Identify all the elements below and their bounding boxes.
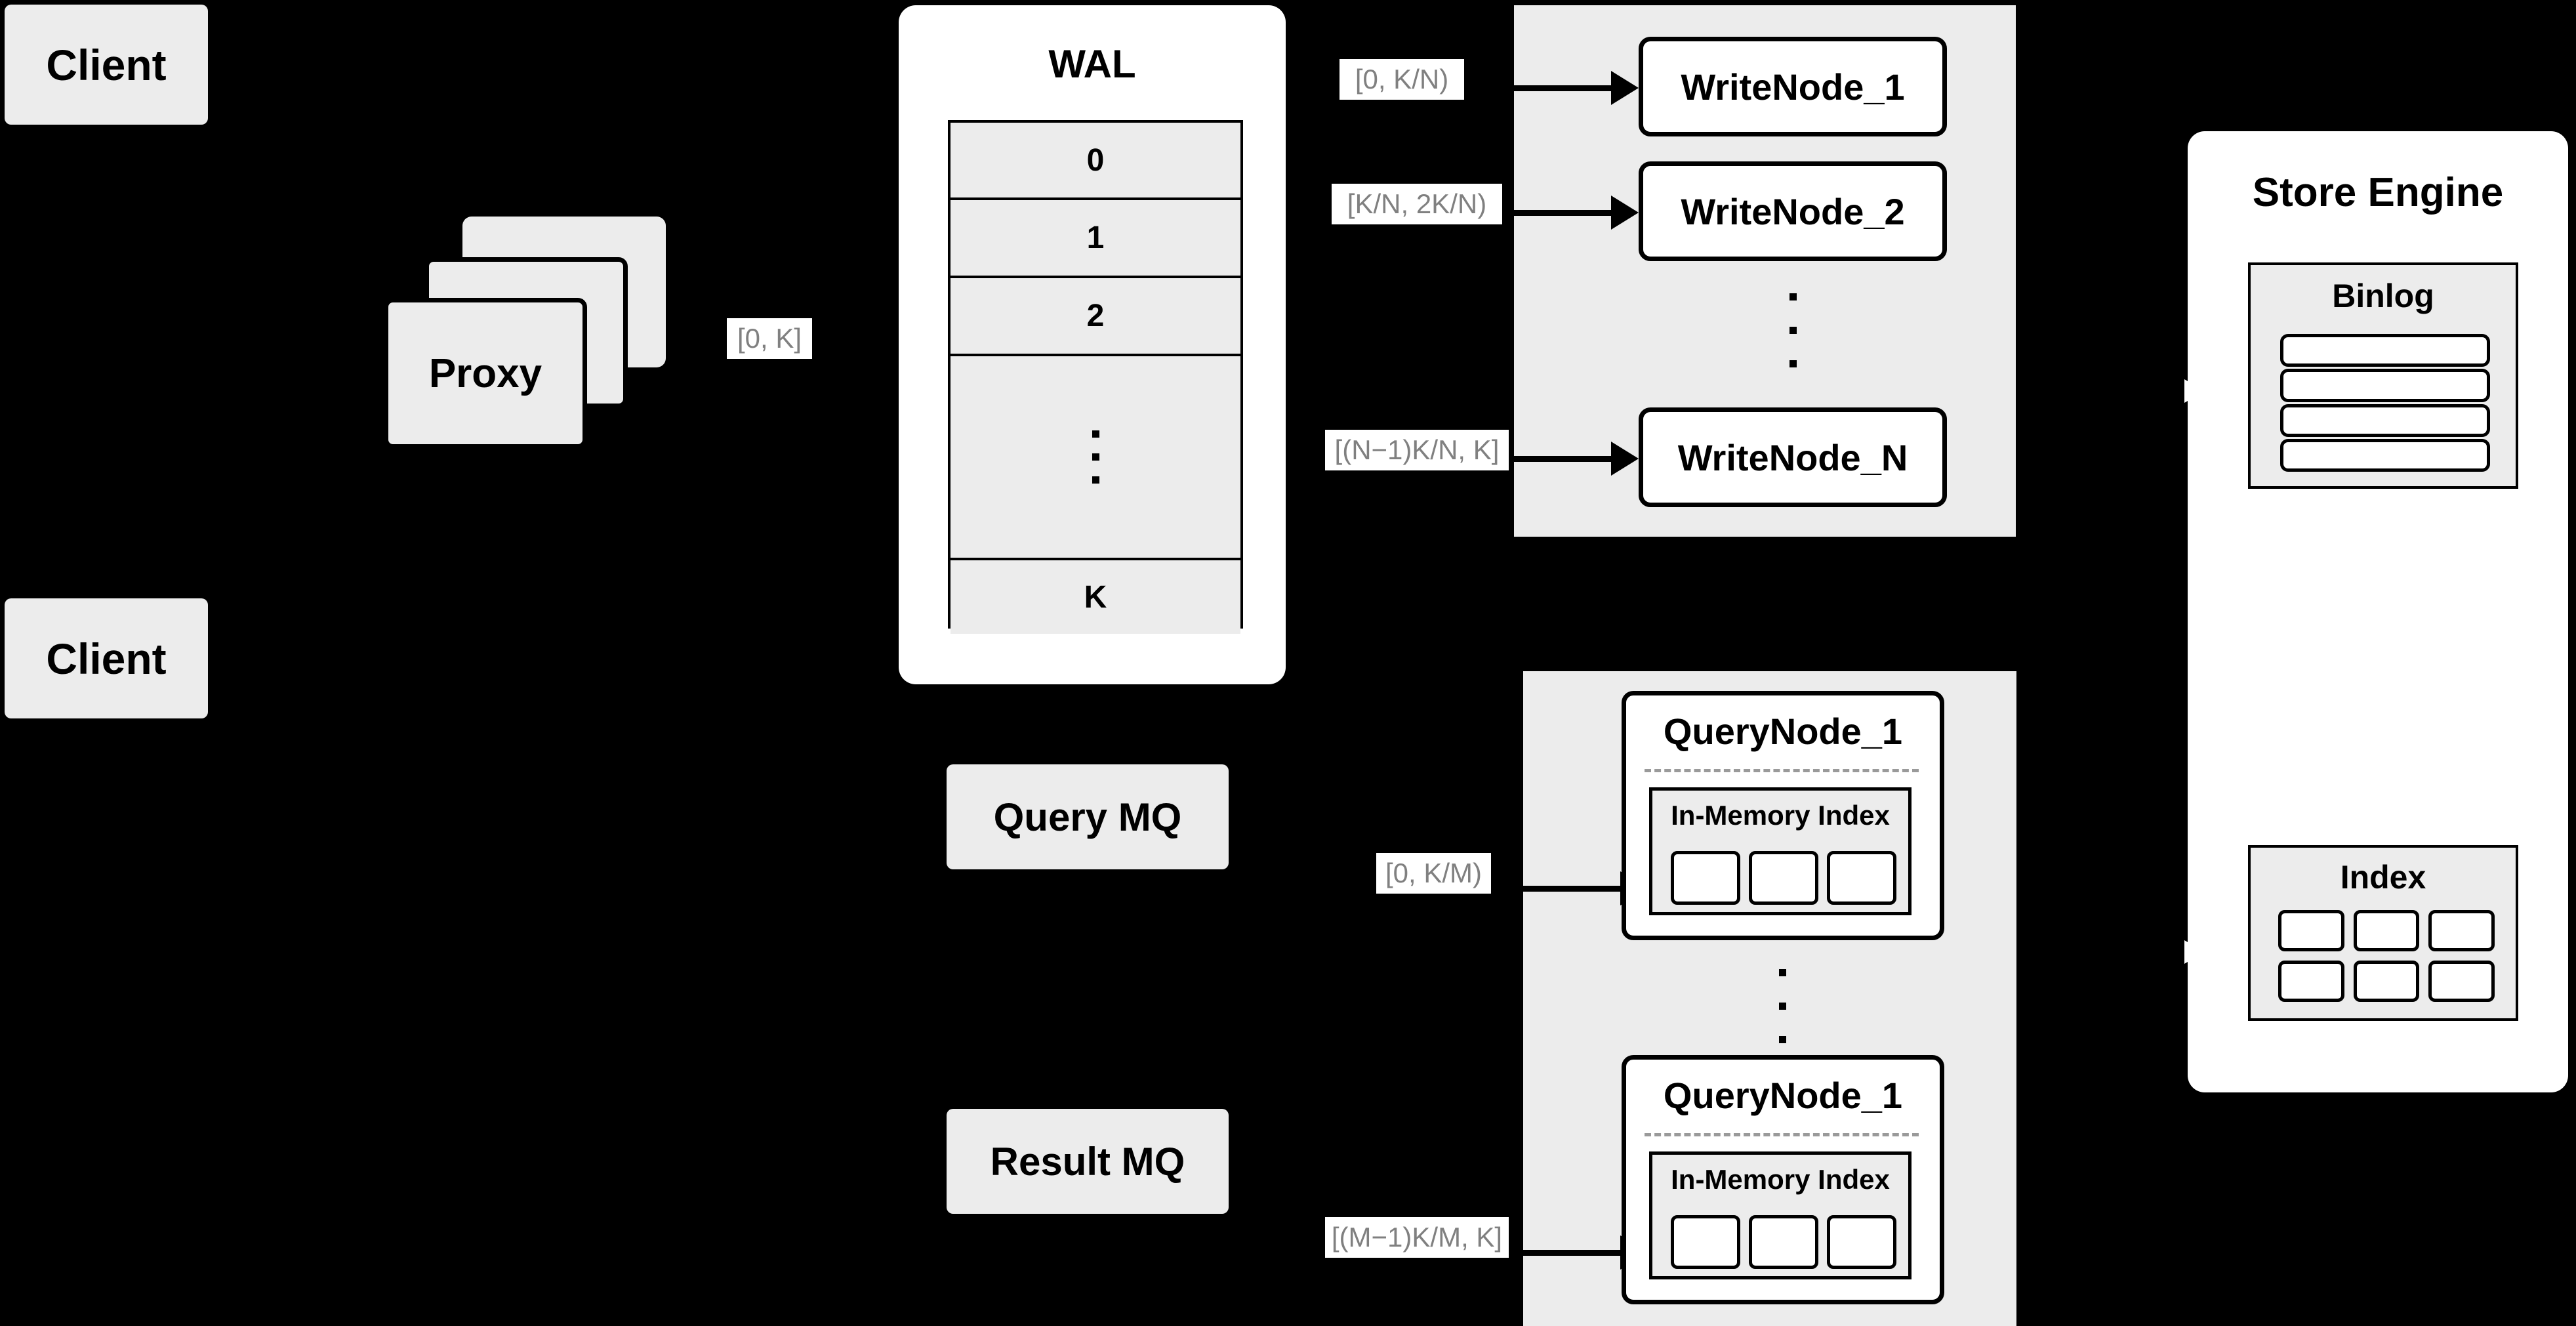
write-node-2[interactable]: WriteNode_2: [1639, 161, 1947, 261]
client-label: Client: [46, 40, 167, 89]
query-node-1[interactable]: QueryNode_1 In-Memory Index: [1622, 691, 1944, 940]
index-cell[interactable]: [2353, 961, 2420, 1002]
range-label-querynode-m: [(M−1)K/M, K]: [1325, 1217, 1509, 1258]
proxy-card-front[interactable]: Proxy: [384, 298, 587, 449]
range-label-text: [0, K/N): [1355, 64, 1449, 94]
wal-row-label: K: [1084, 579, 1107, 615]
index-cell[interactable]: [2428, 910, 2495, 951]
write-node-group: WriteNode_1 WriteNode_2 WriteNode_N: [1514, 5, 2016, 537]
wal-row[interactable]: 2: [951, 278, 1240, 356]
binlog-row[interactable]: [2280, 404, 2490, 437]
binlog-row[interactable]: [2280, 334, 2490, 367]
index-cell[interactable]: [2353, 910, 2420, 951]
in-memory-index-label: In-Memory Index: [1671, 800, 1890, 831]
binlog-box: Binlog: [2248, 262, 2518, 489]
range-label-text: [(M−1)K/M, K]: [1331, 1222, 1503, 1253]
range-label-proxy-to-wal: [0, K]: [727, 318, 812, 359]
arrow-to-writenode-2: [1514, 196, 1639, 230]
index-cell[interactable]: [1749, 1215, 1818, 1269]
in-memory-index-1: In-Memory Index: [1649, 787, 1912, 915]
write-node-label: WriteNode_2: [1681, 190, 1905, 232]
store-engine-panel: Store Engine Binlog Index: [2188, 131, 2568, 1092]
index-cell[interactable]: [2278, 961, 2344, 1002]
in-memory-index-label: In-Memory Index: [1671, 1164, 1890, 1195]
arrow-head-icon: [1611, 196, 1639, 230]
query-node-ellipsis-icon: [1766, 960, 1799, 1052]
query-node-divider: [1645, 769, 1919, 772]
write-node-1[interactable]: WriteNode_1: [1639, 37, 1947, 136]
client-label: Client: [46, 634, 167, 683]
range-label-writenode-n: [(N−1)K/N, K]: [1325, 430, 1509, 470]
client-box-1[interactable]: Client: [5, 5, 208, 125]
index-cell-row: [1671, 851, 1896, 905]
query-node-label: QueryNode_1: [1663, 1075, 1903, 1116]
arrow-head-icon: [1611, 71, 1639, 105]
index-cell-row: [1671, 1215, 1896, 1269]
store-engine-title: Store Engine: [2252, 170, 2504, 215]
binlog-rows: [2280, 334, 2490, 472]
binlog-row[interactable]: [2280, 369, 2490, 402]
range-label-text: [0, K/M): [1385, 858, 1482, 888]
result-mq-box[interactable]: Result MQ: [947, 1109, 1229, 1214]
range-label-text: [0, K]: [737, 323, 802, 354]
in-memory-index-m: In-Memory Index: [1649, 1151, 1912, 1279]
range-label-text: [K/N, 2K/N): [1347, 188, 1487, 219]
query-node-group: QueryNode_1 In-Memory Index QueryNode_1: [1523, 671, 2016, 1326]
write-node-n[interactable]: WriteNode_N: [1639, 407, 1947, 507]
index-box: Index: [2248, 845, 2518, 1021]
binlog-title: Binlog: [2332, 278, 2434, 314]
range-label-writenode-2: [K/N, 2K/N): [1332, 184, 1502, 224]
index-title: Index: [2340, 859, 2426, 896]
wal-row-label: 1: [1086, 220, 1105, 255]
wal-row[interactable]: 1: [951, 200, 1240, 278]
arrow-head-icon: [1611, 442, 1639, 476]
wal-table: 0 1 2 K: [948, 120, 1243, 634]
query-mq-box[interactable]: Query MQ: [947, 764, 1229, 869]
wal-row[interactable]: 0: [951, 123, 1240, 200]
proxy-label: Proxy: [428, 350, 542, 396]
vertical-ellipsis-icon: [1092, 430, 1099, 484]
wal-row-ellipsis: [951, 356, 1240, 560]
query-node-m[interactable]: QueryNode_1 In-Memory Index: [1622, 1055, 1944, 1304]
result-mq-label: Result MQ: [990, 1139, 1185, 1184]
index-cell[interactable]: [1827, 851, 1896, 905]
write-node-ellipsis-icon: [1776, 284, 1809, 376]
wal-panel: WAL 0 1 2 K: [899, 5, 1286, 684]
range-label-writenode-1: [0, K/N): [1339, 59, 1464, 100]
proxy-stack[interactable]: Proxy: [384, 217, 672, 449]
query-mq-label: Query MQ: [993, 795, 1182, 839]
wal-row-label: 0: [1086, 142, 1105, 178]
index-cell[interactable]: [1749, 851, 1818, 905]
index-cell[interactable]: [1671, 851, 1740, 905]
index-grid: [2278, 910, 2495, 1002]
wal-row[interactable]: K: [951, 560, 1240, 634]
index-cell[interactable]: [2428, 961, 2495, 1002]
wal-title: WAL: [1048, 42, 1136, 86]
wal-row-label: 2: [1086, 299, 1105, 333]
range-label-text: [(N−1)K/N, K]: [1334, 434, 1500, 465]
client-box-2[interactable]: Client: [5, 598, 208, 718]
query-node-divider: [1645, 1133, 1919, 1136]
index-cell[interactable]: [1671, 1215, 1740, 1269]
query-node-label: QueryNode_1: [1663, 711, 1903, 752]
binlog-row[interactable]: [2280, 438, 2490, 472]
index-cell[interactable]: [2278, 910, 2344, 951]
write-node-label: WriteNode_1: [1681, 66, 1905, 108]
arrow-to-writenode-n: [1514, 442, 1639, 476]
index-cell[interactable]: [1827, 1215, 1896, 1269]
write-node-label: WriteNode_N: [1677, 436, 1908, 478]
arrow-to-writenode-1: [1514, 71, 1639, 105]
range-label-querynode-1: [0, K/M): [1376, 853, 1491, 894]
